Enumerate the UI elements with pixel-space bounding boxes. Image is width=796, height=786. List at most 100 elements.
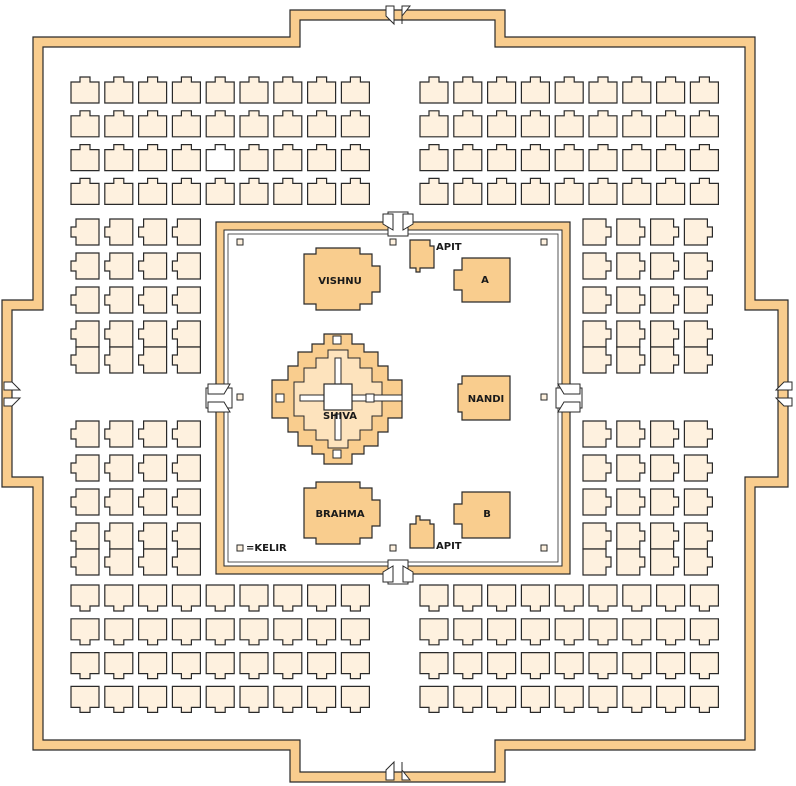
shiva-cella <box>323 383 353 411</box>
outer-gate-west <box>3 381 22 407</box>
nandi-label: NANDI <box>468 394 505 405</box>
perwara-shrine <box>138 420 168 448</box>
perwara-shrine <box>683 218 714 246</box>
perwara-shrine <box>307 110 337 138</box>
perwara-shrine <box>104 286 134 314</box>
perwara-shrine <box>622 144 652 172</box>
perwara-shrine <box>582 286 612 314</box>
apit-south-label: APIT <box>436 541 462 552</box>
perwara-shrine <box>307 177 337 205</box>
perwara-shrine <box>588 685 618 714</box>
perwara-shrine <box>138 252 168 280</box>
perwara-shrine <box>554 685 584 714</box>
perwara-shrine <box>205 651 235 680</box>
perwara-shrine <box>554 76 584 104</box>
perwara-shrine <box>171 144 201 172</box>
outer-wall-band <box>1 9 789 783</box>
perwara-shrine <box>138 548 168 576</box>
apit-temple-south <box>409 515 435 549</box>
perwara-shrine <box>104 454 134 482</box>
perwara-shrine <box>239 76 269 104</box>
perwara-shrine <box>70 685 100 714</box>
perwara-shrine <box>683 548 714 576</box>
perwara-shrine <box>588 76 618 104</box>
perwara-shrine <box>689 685 720 714</box>
perwara-shrine <box>487 685 517 714</box>
perwara-shrine <box>340 651 370 680</box>
perwara-shrine <box>307 76 337 104</box>
brahma-label: BRAHMA <box>315 509 364 520</box>
perwara-shrines <box>70 76 720 714</box>
perwara-shrine <box>171 454 201 482</box>
perwara-shrine <box>239 618 269 646</box>
perwara-shrine <box>655 144 686 172</box>
perwara-shrine <box>588 584 618 612</box>
perwara-shrine <box>689 110 720 138</box>
perwara-shrine <box>104 177 134 205</box>
perwara-shrine <box>649 286 680 314</box>
perwara-shrine <box>104 346 134 374</box>
perwara-shrine <box>171 76 201 104</box>
perwara-shrine <box>205 685 235 714</box>
perwara-shrine <box>340 618 370 646</box>
perwara-shrine <box>588 144 618 172</box>
shiva-passages <box>275 335 403 459</box>
perwara-shrine <box>205 584 235 612</box>
perwara-shrine <box>622 177 652 205</box>
perwara-shrine <box>104 252 134 280</box>
perwara-shrine <box>554 618 584 646</box>
perwara-shrine <box>138 454 168 482</box>
perwara-shrine <box>419 685 449 714</box>
perwara-shrine <box>655 177 686 205</box>
perwara-shrine <box>273 618 303 646</box>
perwara-shrine <box>171 177 201 205</box>
perwara-shrine <box>340 76 370 104</box>
perwara-shrine <box>104 218 134 246</box>
perwara-shrine <box>649 488 680 516</box>
perwara-shrine <box>138 177 168 205</box>
perwara-shrine <box>138 488 168 516</box>
perwara-shrine <box>453 618 483 646</box>
perwara-shrine <box>70 651 100 680</box>
perwara-shrine <box>582 454 612 482</box>
perwara-shrine <box>588 110 618 138</box>
perwara-shrine <box>104 488 134 516</box>
perwara-shrine <box>689 177 720 205</box>
perwara-shrine <box>622 685 652 714</box>
perwara-shrine <box>70 454 100 482</box>
perwara-shrine <box>453 177 483 205</box>
perwara-shrine <box>273 110 303 138</box>
perwara-shrine <box>622 110 652 138</box>
vishnu-label: VISHNU <box>318 276 362 287</box>
perwara-shrine <box>340 144 370 172</box>
perwara-shrine <box>419 584 449 612</box>
perwara-shrine <box>307 144 337 172</box>
perwara-shrine <box>616 488 646 516</box>
perwara-shrine <box>171 488 201 516</box>
perwara-shrine <box>554 177 584 205</box>
perwara-shrine <box>273 76 303 104</box>
perwara-shrine <box>419 177 449 205</box>
perwara-shrine <box>205 76 235 104</box>
perwara-shrine <box>520 618 551 646</box>
perwara-shrine <box>171 110 201 138</box>
inner-gate-east <box>555 383 583 413</box>
perwara-shrine <box>487 144 517 172</box>
perwara-shrine <box>138 651 168 680</box>
perwara-shrine <box>689 76 720 104</box>
perwara-shrine <box>273 685 303 714</box>
temple-b-label: B <box>483 509 491 520</box>
perwara-shrine <box>622 618 652 646</box>
perwara-shrine <box>138 685 168 714</box>
perwara-shrine <box>655 76 686 104</box>
perwara-shrine <box>582 522 612 550</box>
perwara-shrine <box>138 522 168 550</box>
perwara-shrine <box>588 618 618 646</box>
perwara-shrine <box>70 110 100 138</box>
perwara-shrine <box>340 584 370 612</box>
perwara-shrine <box>649 454 680 482</box>
perwara-shrine <box>649 320 680 348</box>
outer-gate-south <box>385 760 412 781</box>
perwara-shrine <box>582 320 612 348</box>
perwara-shrine <box>616 548 646 576</box>
